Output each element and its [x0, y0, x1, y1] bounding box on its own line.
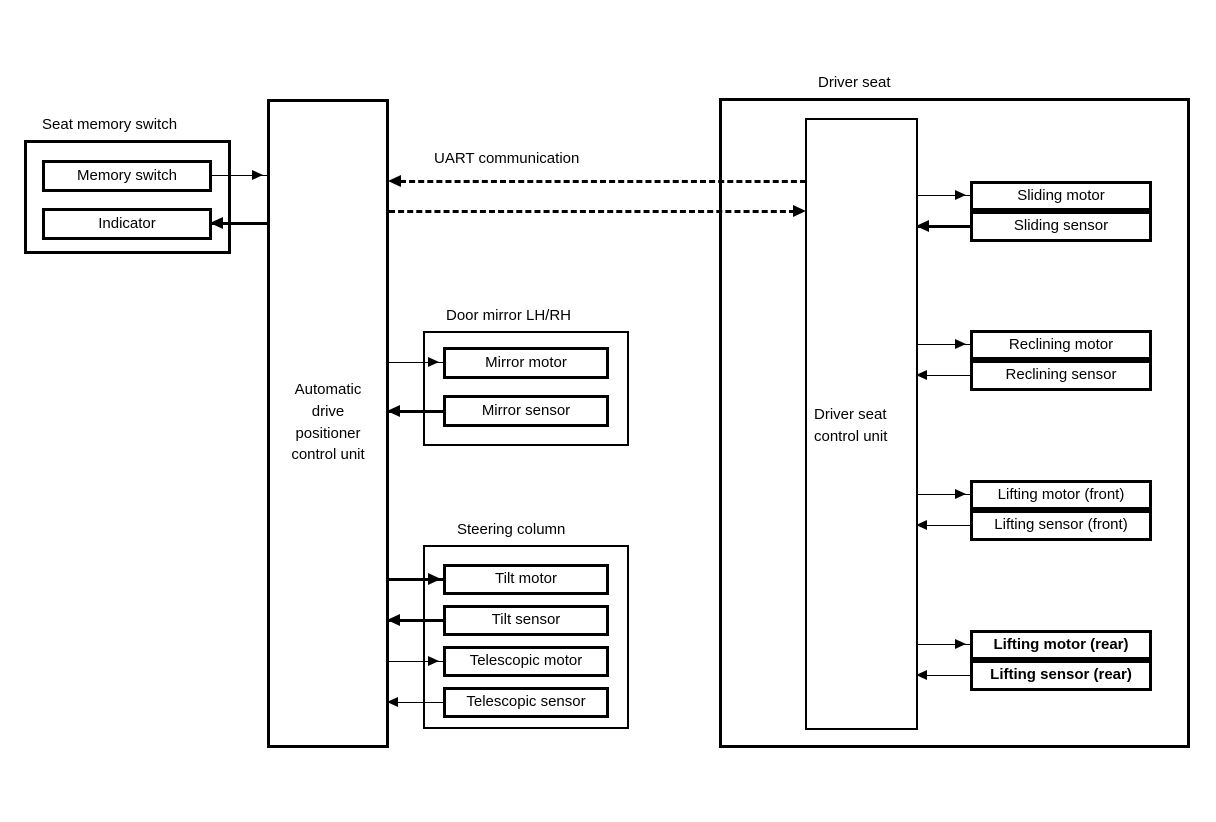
uart-outbound-arrow-icon	[793, 205, 806, 217]
lifting-sensor-front-arrow-icon	[916, 520, 927, 530]
mirror-motor-label: Mirror motor	[485, 353, 567, 371]
telescopic-sensor-arrow-icon	[387, 697, 398, 707]
memory-switch-label: Memory switch	[76, 166, 177, 184]
steering-column-label: Steering column	[457, 521, 566, 538]
telescopic-motor-arrow-icon	[428, 656, 439, 666]
indicator-connector	[212, 222, 268, 225]
tilt-sensor-connector	[389, 619, 443, 622]
mirror-sensor-connector	[389, 410, 443, 413]
driver-seat-container	[719, 98, 1190, 748]
driver-seat-control-unit[interactable]	[805, 118, 918, 730]
lifting-motor-front-arrow-icon	[955, 489, 966, 499]
lifting-motor-rear-label: Lifting motor (rear)	[993, 635, 1129, 653]
seat-memory-switch-label: Seat memory switch	[42, 116, 178, 133]
lifting-sensor-rear-label: Lifting sensor (rear)	[990, 666, 1132, 684]
steering-column-container	[423, 545, 629, 729]
telescopic-motor-box[interactable]: Telescopic motor	[443, 646, 609, 677]
tilt-sensor-box[interactable]: Tilt sensor	[443, 605, 609, 636]
sliding-sensor-box[interactable]: Sliding sensor	[970, 211, 1152, 242]
lifting-sensor-front-connector	[918, 525, 970, 526]
door-mirror-label: Door mirror LH/RH	[446, 307, 572, 324]
mirror-sensor-arrow-icon	[387, 405, 400, 417]
reclining-motor-arrow-icon	[955, 339, 966, 349]
lifting-motor-rear-box[interactable]: Lifting motor (rear)	[970, 630, 1152, 660]
sliding-motor-connector	[918, 195, 970, 196]
uart-inbound-arrow-icon	[388, 175, 401, 187]
indicator-arrow-icon	[210, 217, 223, 229]
seat-memory-switch-container	[24, 140, 231, 254]
reclining-sensor-box[interactable]: Reclining sensor	[970, 360, 1152, 391]
lifting-sensor-rear-arrow-icon	[916, 670, 927, 680]
sliding-motor-label: Sliding motor	[1017, 186, 1105, 204]
lifting-sensor-front-label: Lifting sensor (front)	[994, 516, 1128, 534]
lifting-motor-rear-connector	[918, 644, 970, 645]
reclining-motor-connector	[918, 344, 970, 345]
lifting-sensor-rear-box[interactable]: Lifting sensor (rear)	[970, 660, 1152, 691]
indicator-box[interactable]: Indicator	[42, 208, 212, 240]
lifting-motor-front-connector	[918, 494, 970, 495]
sliding-motor-arrow-icon	[955, 190, 966, 200]
lifting-motor-front-box[interactable]: Lifting motor (front)	[970, 480, 1152, 510]
sliding-motor-box[interactable]: Sliding motor	[970, 181, 1152, 211]
lifting-sensor-front-box[interactable]: Lifting sensor (front)	[970, 510, 1152, 541]
uart-label: UART communication	[434, 150, 580, 167]
mirror-motor-arrow-icon	[428, 357, 439, 367]
telescopic-motor-label: Telescopic motor	[469, 652, 583, 670]
sliding-sensor-arrow-icon	[916, 220, 929, 232]
lifting-sensor-rear-connector	[918, 675, 970, 676]
automatic-drive-positioner-control-unit[interactable]	[267, 99, 389, 748]
tilt-motor-connector	[389, 578, 443, 581]
memory-switch-arrow-icon	[252, 170, 263, 180]
reclining-motor-label: Reclining motor	[1008, 335, 1114, 353]
uart-link-inbound	[400, 180, 806, 183]
sliding-sensor-label: Sliding sensor	[1013, 217, 1109, 235]
mirror-motor-connector	[389, 362, 443, 363]
tilt-motor-box[interactable]: Tilt motor	[443, 564, 609, 595]
door-mirror-container	[423, 331, 629, 446]
driver-seat-control-unit-label: Driver seat control unit	[814, 406, 888, 445]
lifting-motor-rear-arrow-icon	[955, 639, 966, 649]
uart-link-outbound	[389, 210, 795, 213]
tilt-motor-label: Tilt motor	[495, 570, 557, 588]
telescopic-sensor-connector	[389, 702, 443, 703]
mirror-sensor-label: Mirror sensor	[481, 401, 571, 419]
mirror-sensor-box[interactable]: Mirror sensor	[443, 395, 609, 427]
tilt-motor-arrow-icon	[428, 573, 441, 585]
reclining-sensor-connector	[918, 375, 970, 376]
reclining-sensor-label: Reclining sensor	[1005, 366, 1117, 384]
memory-switch-connector	[212, 175, 268, 176]
tilt-sensor-arrow-icon	[387, 614, 400, 626]
telescopic-sensor-label: Telescopic sensor	[466, 693, 586, 711]
tilt-sensor-label: Tilt sensor	[491, 611, 561, 629]
telescopic-sensor-box[interactable]: Telescopic sensor	[443, 687, 609, 718]
telescopic-motor-connector	[389, 661, 443, 662]
driver-seat-label: Driver seat	[818, 74, 891, 91]
control-unit-label: Automatic drive positioner control unit	[291, 381, 365, 464]
lifting-motor-front-label: Lifting motor (front)	[997, 485, 1125, 503]
memory-switch-box[interactable]: Memory switch	[42, 160, 212, 192]
sliding-sensor-connector	[918, 225, 970, 228]
reclining-sensor-arrow-icon	[916, 370, 927, 380]
reclining-motor-box[interactable]: Reclining motor	[970, 330, 1152, 360]
mirror-motor-box[interactable]: Mirror motor	[443, 347, 609, 379]
indicator-label: Indicator	[98, 214, 156, 232]
